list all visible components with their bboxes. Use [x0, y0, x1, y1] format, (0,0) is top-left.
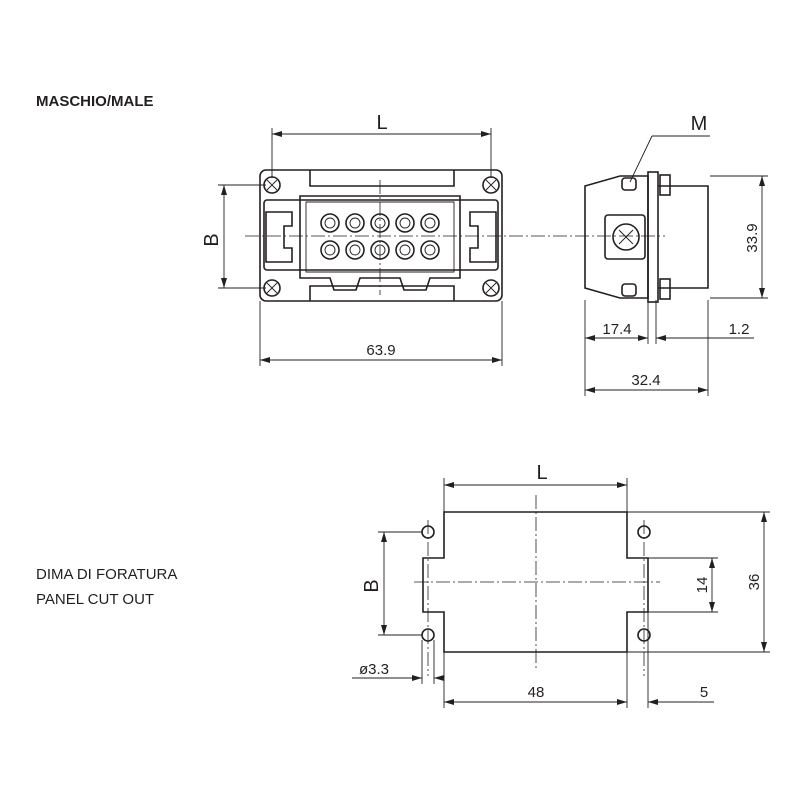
dim-slot-height-14: 14: [694, 577, 711, 594]
panel-cutout-view: L B ø3.3 48 5 14: [352, 462, 770, 708]
dim-L-cutout: L: [536, 462, 547, 484]
male-view-title: MASCHIO/MALE: [36, 93, 154, 110]
dim-height-36: 36: [746, 574, 763, 591]
dim-offset-5: 5: [700, 684, 708, 701]
dim-height-33-9: 33.9: [744, 223, 761, 252]
male-side-view: M 33.9 17.4 1.2 32.4: [584, 113, 768, 396]
male-front-view: L B 63.9: [201, 112, 665, 366]
dim-L-top: L: [376, 112, 387, 134]
dim-B-top: B: [201, 233, 223, 246]
dim-hole-diameter: ø3.3: [359, 661, 389, 678]
dim-M: M: [691, 113, 708, 135]
dim-width-63-9: 63.9: [366, 342, 395, 359]
dim-B-cutout: B: [361, 579, 383, 592]
dim-flange-1-2: 1.2: [729, 321, 750, 338]
dim-depth-17-4: 17.4: [602, 321, 631, 338]
panel-cutout-title-it: DIMA DI FORATURA: [36, 566, 178, 583]
dim-width-48: 48: [528, 684, 545, 701]
panel-cutout-title-en: PANEL CUT OUT: [36, 591, 155, 608]
dim-depth-32-4: 32.4: [631, 372, 660, 389]
